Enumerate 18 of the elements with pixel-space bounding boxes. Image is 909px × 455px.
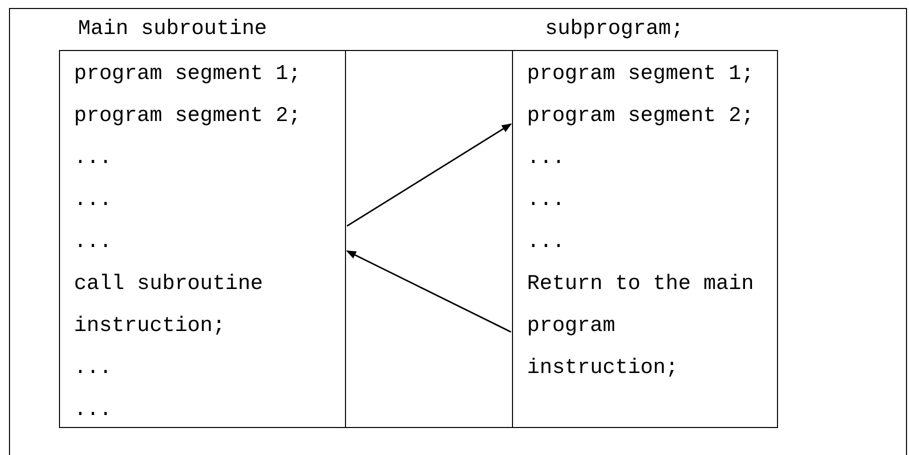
code-line: ...	[527, 230, 566, 256]
code-line: Return to the main program instruction;	[527, 272, 755, 382]
heading: Main subroutine	[78, 17, 268, 43]
code-line: program segment 1;	[74, 62, 302, 88]
code-line: ...	[74, 188, 113, 214]
code-line: call subroutine instruction;	[74, 272, 264, 340]
code-line: program segment 2;	[527, 104, 755, 130]
code-line: program segment 2;	[74, 104, 302, 130]
code-line: program segment 1;	[527, 62, 755, 88]
code-line: ...	[527, 146, 566, 172]
heading: subprogram;	[545, 17, 684, 43]
arrow	[346, 250, 512, 333]
code-line: ...	[527, 188, 566, 214]
code-line: ...	[74, 398, 113, 424]
code-line: ...	[74, 146, 113, 172]
code-line: ...	[74, 356, 113, 382]
arrow	[346, 123, 512, 227]
code-line: ...	[74, 230, 113, 256]
